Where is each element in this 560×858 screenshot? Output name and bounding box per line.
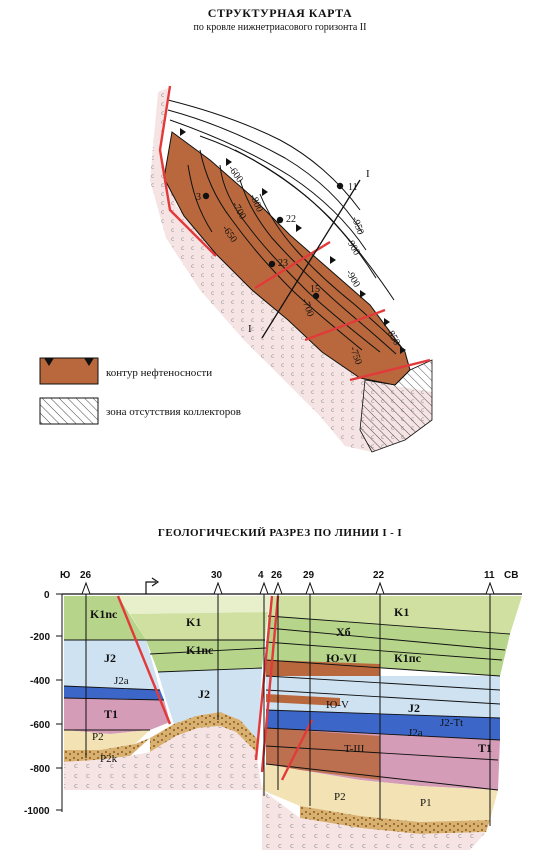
map-contour [219,164,381,353]
no-reservoir-zone [359,359,433,453]
legend-hatch-swatch [39,397,99,425]
map-title: СТРУКТУРНАЯ КАРТА [207,6,353,20]
map-fault-cross-3 [349,358,431,382]
section-line-label-top: I [366,168,370,180]
map-fault-cross-2 [304,308,386,342]
map-contour [187,164,213,233]
map-legend: контур нефтеносности зона отсутствия кол… [39,357,241,425]
well-label: 23 [278,258,288,269]
well-label: 15 [310,284,320,295]
oil-contour-markers [180,128,406,354]
section-title: ГЕОЛОГИЧЕСКИЙ РАЗРЕЗ ПО ЛИНИИ I - I [157,527,403,539]
well-label: 11 [348,182,358,193]
legend-hatch-label: зона отсутствия коллекторов [106,406,241,418]
well-label: 22 [286,214,296,225]
map-contour [169,119,367,251]
section-line-label-bottom: I [248,323,252,335]
section-line [261,179,361,339]
map-contour [234,149,395,301]
legend-oil-label: контур нефтеносности [106,367,212,379]
well-label: 3 [196,192,201,203]
map-fault-west [158,85,217,257]
map-contour [259,193,403,349]
map-subtitle: по кровле нижнетриасового горизонта II [193,22,367,33]
map-wells [202,182,344,300]
map-contour [199,149,363,351]
map-contour [167,109,363,233]
